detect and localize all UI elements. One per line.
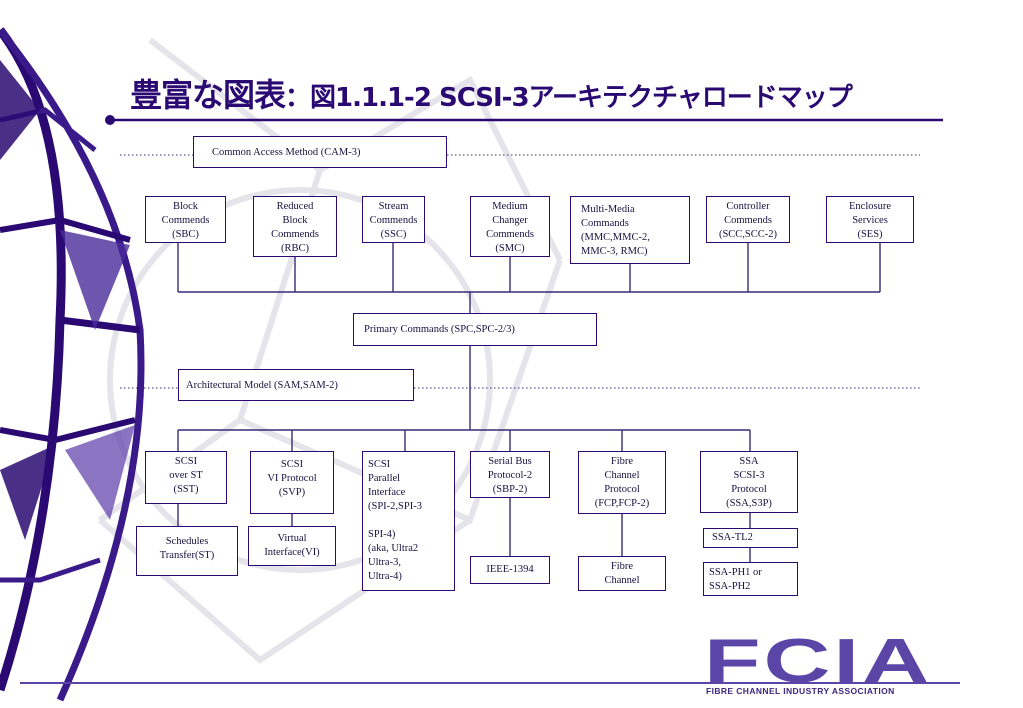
box-ssa-ph: SSA-PH1 or SSA-PH2: [703, 562, 798, 596]
box-cam: Common Access Method (CAM-3): [193, 136, 447, 168]
box-sbp: Serial Bus Protocol-2 (SBP-2): [470, 451, 550, 498]
box-sbc: Block Commends (SBC): [145, 196, 226, 243]
box-spc: Primary Commands (SPC,SPC-2/3): [353, 313, 597, 346]
title-main: 豊富な図表: [130, 76, 286, 114]
box-mmc: Multi-Media Commands (MMC,MMC-2, MMC-3, …: [570, 196, 690, 264]
box-spi: SCSI Parallel Interface (SPI-2,SPI-3 SPI…: [362, 451, 455, 591]
logo-tagline: FIBRE CHANNEL INDUSTRY ASSOCIATION: [706, 686, 895, 696]
box-fcp: Fibre Channel Protocol (FCP,FCP-2): [578, 451, 666, 514]
box-ieee: IEEE-1394: [470, 556, 550, 584]
box-vi: Virtual Interface(VI): [248, 526, 336, 566]
box-rbc: Reduced Block Commends (RBC): [253, 196, 337, 257]
layer-separators: [120, 154, 920, 389]
connector-lines: [177, 243, 881, 562]
box-fc: Fibre Channel: [578, 556, 666, 591]
box-sst: SCSI over ST (SST): [145, 451, 227, 504]
title-rule-dot: [105, 115, 115, 125]
wireframe-sphere-decoration: [0, 27, 145, 702]
page-title: 豊富な図表：図1.1.1-2 SCSI-3アーキテクチャロードマップ: [130, 70, 853, 116]
box-smc: Medium Changer Commends (SMC): [470, 196, 550, 257]
box-ssc: Stream Commends (SSC): [362, 196, 425, 243]
fcia-logo: FCIA: [704, 628, 932, 696]
title-sub: ：図1.1.1-2 SCSI-3アーキテクチャロードマップ: [285, 83, 853, 113]
box-ssa: SSA SCSI-3 Protocol (SSA,S3P): [700, 451, 798, 513]
box-ses: Enclosure Services (SES): [826, 196, 914, 243]
logo-mark: FCIA: [704, 628, 932, 696]
box-st: Schedules Transfer(ST): [136, 526, 238, 576]
box-scc: Controller Commends (SCC,SCC-2): [706, 196, 790, 243]
box-sam: Architectural Model (SAM,SAM-2): [178, 369, 414, 401]
box-svp: SCSI VI Protocol (SVP): [250, 451, 334, 514]
box-ssa-tl2: SSA-TL2: [703, 528, 798, 548]
